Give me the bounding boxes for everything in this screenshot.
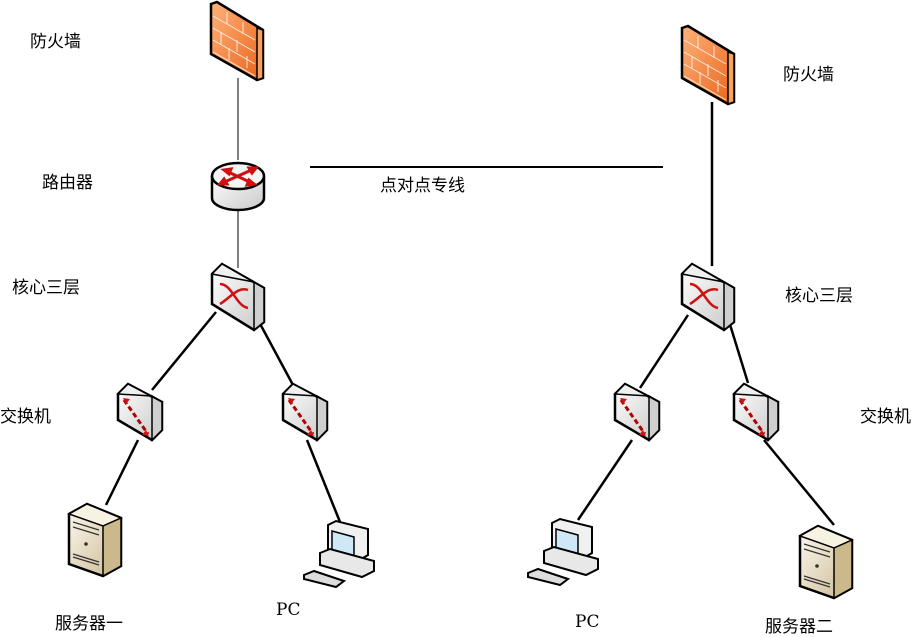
- switch-left-2-icon: [281, 382, 329, 442]
- pc-left-icon: [303, 520, 375, 588]
- switch-left-1-icon: [116, 382, 164, 442]
- label-pc-left: PC: [276, 600, 300, 620]
- pc-right-icon: [527, 518, 599, 586]
- label-switch-right: 交换机: [860, 407, 911, 427]
- label-router: 路由器: [42, 173, 93, 193]
- label-core-left: 核心三层: [12, 278, 80, 298]
- link-core-switch-ll: [151, 311, 217, 391]
- router-icon: [210, 161, 266, 212]
- server-two-icon: [798, 524, 854, 600]
- label-dedicated-line: 点对点专线: [380, 176, 465, 196]
- link-switch-pc-left: [305, 439, 342, 523]
- server-one-icon: [67, 502, 123, 578]
- firewall-left-icon: [209, 0, 265, 82]
- link-switch-pc-right: [576, 439, 634, 521]
- link-core-switch-lr: [256, 319, 295, 386]
- label-server-one: 服务器一: [55, 614, 123, 634]
- link-switch-server-one: [104, 439, 140, 506]
- switch-right-1-icon: [613, 382, 661, 442]
- label-firewall-left: 防火墙: [30, 32, 81, 52]
- link-switch-server-two: [763, 439, 835, 526]
- label-pc-right: PC: [575, 612, 599, 632]
- core-switch-right-icon: [680, 262, 736, 332]
- switch-right-2-icon: [732, 382, 780, 442]
- label-switch-left: 交换机: [0, 407, 51, 427]
- label-core-right: 核心三层: [785, 286, 853, 306]
- label-server-two: 服务器二: [765, 617, 833, 637]
- core-switch-left-icon: [210, 262, 266, 332]
- link-core-switch-rr: [726, 317, 750, 384]
- link-core-switch-rl: [638, 314, 690, 389]
- label-firewall-right: 防火墙: [783, 65, 834, 85]
- links: [104, 78, 835, 526]
- firewall-right-icon: [680, 24, 736, 106]
